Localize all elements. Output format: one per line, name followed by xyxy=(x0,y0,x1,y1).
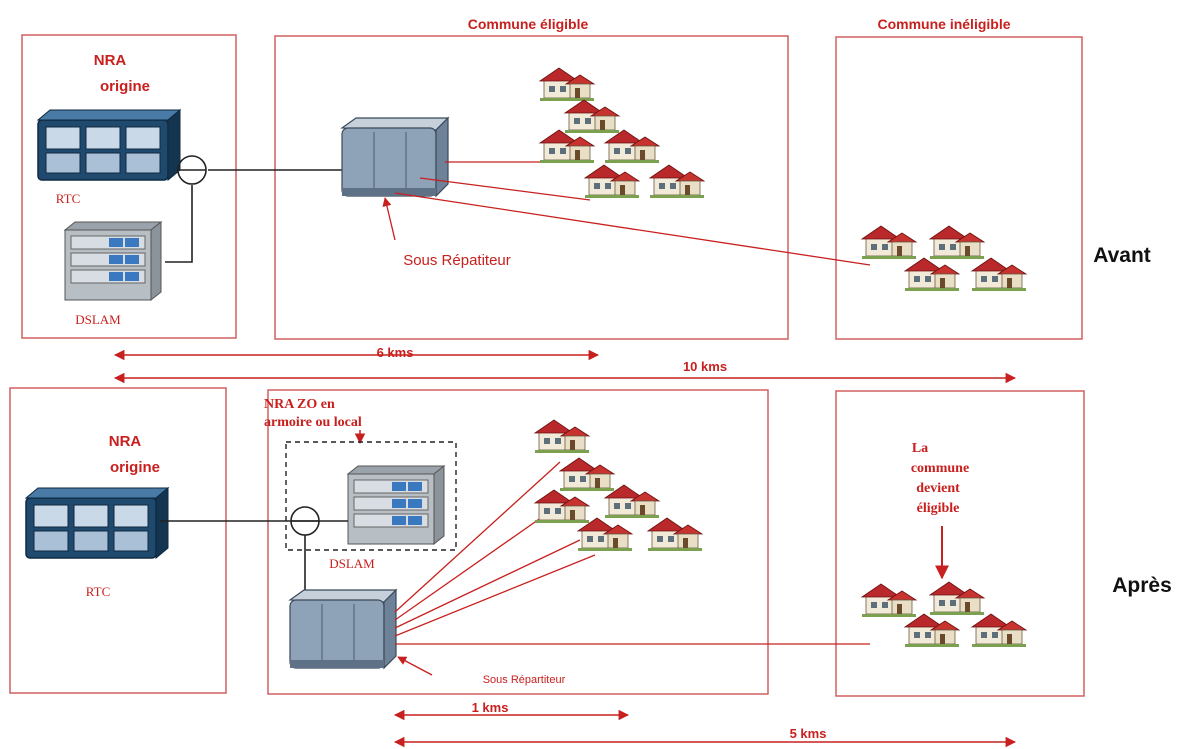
distance-5km-label: 5 kms xyxy=(790,726,827,741)
dslam-rack-icon xyxy=(64,221,162,301)
becomes-eligible-line4: éligible xyxy=(917,501,960,516)
distance-6km-label: 6 kms xyxy=(377,345,414,360)
top-commune-ineligible-box xyxy=(835,36,1083,340)
bottom-nra-box xyxy=(9,387,227,694)
bottom-rtc-label: RTC xyxy=(86,584,111,599)
top-nra-label-line1: NRA xyxy=(94,52,127,69)
becomes-eligible-line1: La xyxy=(912,441,928,456)
house-cluster-icon xyxy=(861,581,1027,648)
becomes-eligible-line3: devient xyxy=(916,481,960,496)
distance-10km-label: 10 kms xyxy=(683,359,727,374)
bottom-line-2 xyxy=(394,514,546,621)
commune-ineligible-header: Commune inéligible xyxy=(877,16,1010,32)
bottom-line-4 xyxy=(394,554,596,637)
bottom-nra-label-line2: origine xyxy=(110,459,160,476)
splitter-junction-icon xyxy=(177,155,207,185)
top-commune-eligible-box xyxy=(274,35,789,340)
nra-zo-label-line2: armoire ou local xyxy=(264,415,362,430)
top-nra-box xyxy=(21,34,237,339)
house-cluster-icon xyxy=(534,419,703,552)
top-rtc-label: RTC xyxy=(56,191,81,206)
top-line-to-houses-2 xyxy=(419,177,591,201)
commune-eligible-header: Commune éligible xyxy=(468,16,589,32)
bottom-sous-repartiteur-pointer xyxy=(397,656,433,676)
nra-zo-dashed-frame xyxy=(285,441,457,551)
house-cluster-icon xyxy=(539,67,705,199)
bottom-line-3 xyxy=(394,539,581,629)
top-dslam-link-line xyxy=(165,185,193,263)
apres-label: Après xyxy=(1112,574,1172,597)
distance-1km-label: 1 kms xyxy=(472,700,509,715)
dslam-rack-icon xyxy=(347,465,445,545)
bottom-line-1 xyxy=(394,461,561,613)
top-nra-label-line2: origine xyxy=(100,78,150,95)
splitter-junction-icon xyxy=(290,506,320,536)
top-line-to-ineligible xyxy=(394,192,871,266)
house-cluster-icon xyxy=(861,225,1027,292)
street-cabinet-icon xyxy=(341,117,449,197)
bottom-dslam-label: DSLAM xyxy=(329,556,375,571)
top-dslam-label: DSLAM xyxy=(75,312,121,327)
telephone-exchange-rtc-icon xyxy=(25,487,169,559)
bottom-commune-box xyxy=(267,389,769,695)
bottom-commune-now-eligible-box xyxy=(835,390,1085,697)
bottom-sous-repartiteur-label: Sous Répartiteur xyxy=(483,674,566,686)
telephone-exchange-rtc-icon xyxy=(37,109,181,181)
top-sous-repartiteur-label: Sous Répatiteur xyxy=(403,252,511,269)
top-sous-repartiteur-pointer xyxy=(382,197,396,241)
bottom-nra-label-line1: NRA xyxy=(109,433,142,450)
street-cabinet-icon xyxy=(289,589,397,669)
nra-zo-label-line1: NRA ZO en xyxy=(264,397,335,412)
becomes-eligible-line2: commune xyxy=(911,461,969,476)
avant-label: Avant xyxy=(1093,244,1151,267)
